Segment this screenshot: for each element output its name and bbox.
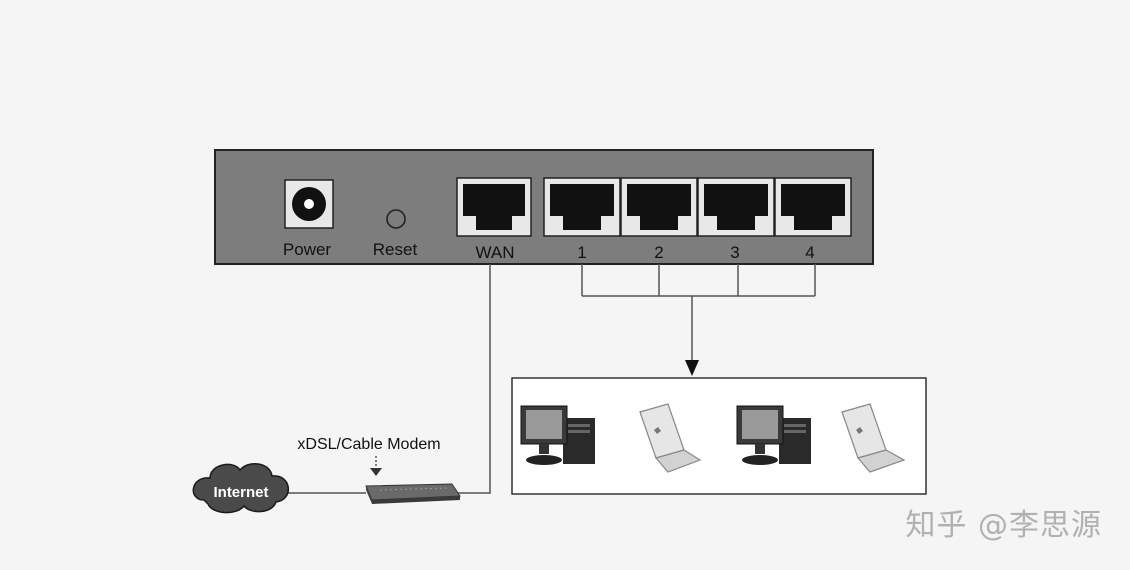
wan-port [456,177,532,237]
lan-label-2: 2 [654,243,663,262]
lan-label-1: 1 [577,243,586,262]
internet-label: Internet [213,484,268,501]
laptop-icon [639,403,702,473]
modem-label: xDSL/Cable Modem [297,436,440,453]
arrow-down-icon [685,360,699,376]
lan-port-1 [543,177,621,237]
lan-port-3 [697,177,775,237]
lan-bus-lines [581,264,816,360]
desktop-pc-icon [736,405,811,465]
lan-label-4: 4 [805,243,814,262]
power-port [284,179,334,229]
laptop-icon [841,403,906,473]
modem-pointer-arrow-icon [370,468,382,476]
desktop-pc-icon [520,405,595,465]
watermark: 知乎 @李思源 [905,508,1102,543]
internet-cloud-icon [192,463,290,514]
wan-cable-line [458,264,491,494]
lan-label-3: 3 [730,243,739,262]
power-label: Power [283,240,332,259]
reset-label: Reset [373,240,418,259]
wan-label: WAN [475,243,514,262]
reset-button [386,209,406,229]
lan-port-4 [774,177,852,237]
modem-device-icon [365,483,461,504]
lan-port-2 [620,177,698,237]
